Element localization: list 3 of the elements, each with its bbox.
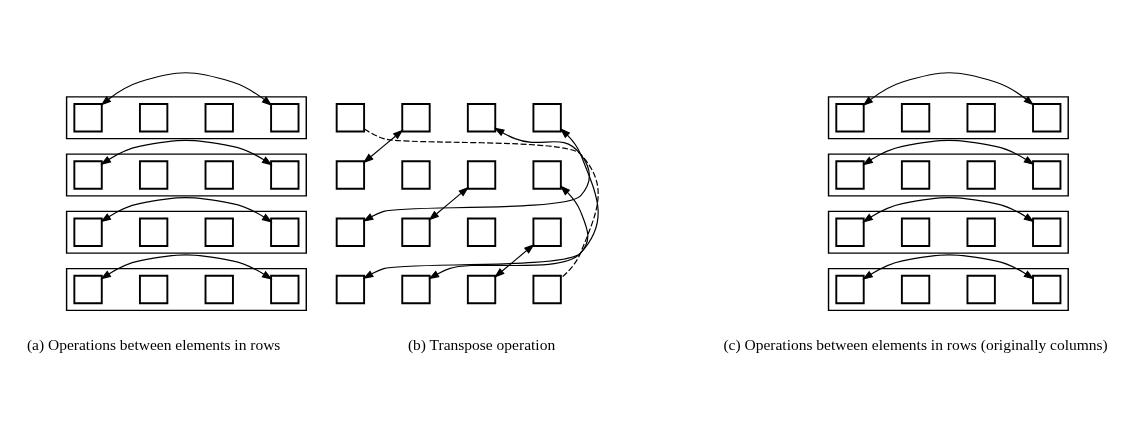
- label: (b) Transpose operation: [407, 336, 556, 354]
- label: (c) Operations between elements in rows (originally columns): [723, 336, 1108, 354]
- label: (a) Operations between elements in rows: [26, 336, 281, 354]
